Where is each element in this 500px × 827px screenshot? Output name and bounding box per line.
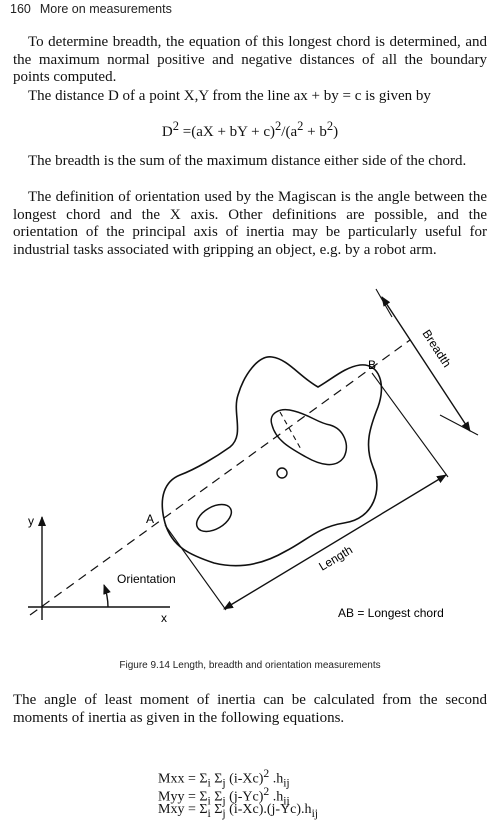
- length-extension-b: [371, 372, 449, 478]
- paragraph-distance: The distance D of a point X,Y from the l…: [28, 88, 431, 104]
- point-a-label: A: [146, 512, 154, 526]
- orientation-label: Orientation: [117, 572, 176, 586]
- running-header: 160 More on measurements: [10, 2, 172, 16]
- equation-mxx: Mxx = Σi Σj (i-Xc)2 .hij: [158, 767, 290, 790]
- x-axis-label: x: [161, 611, 167, 625]
- object-hole-right: [270, 409, 348, 466]
- y-axis-label: y: [28, 514, 34, 528]
- centroid-marker: [276, 467, 288, 479]
- breadth-extension-bottom: [439, 414, 479, 436]
- object-hole-left: [195, 503, 233, 533]
- breadth-label: Breadth: [419, 327, 454, 370]
- equation-mxy: Mxy = Σi Σj (i-Xc).(j-Yc).hij: [158, 802, 319, 820]
- paragraph-breadth: To determine breadth, the equation of th…: [13, 34, 487, 86]
- page-number: 160: [10, 2, 31, 16]
- breadth-arrow: [381, 296, 471, 432]
- paragraph-orientation: The definition of orientation used by th…: [13, 189, 487, 258]
- perpendicular-dashed: [279, 411, 303, 452]
- length-extension-a: [164, 524, 227, 611]
- paragraph-breadth-sum: The breadth is the sum of the maximum di…: [28, 153, 467, 169]
- legend-longest-chord: AB = Longest chord: [338, 606, 444, 620]
- orientation-arc: [103, 584, 111, 608]
- point-b-label: B: [368, 358, 376, 372]
- figure-measurements-diagram: y x Orientation A B Length Breadth: [28, 288, 479, 625]
- longest-chord-line: [29, 339, 411, 616]
- figure-caption: Figure 9.14 Length, breadth and orientat…: [119, 660, 381, 671]
- length-arrow: [223, 474, 447, 610]
- equation-distance: D2 =(aX + bY + c)2/(a2 + b2): [161, 119, 339, 140]
- paragraph-inertia: The angle of least moment of inertia can…: [13, 692, 487, 726]
- running-title: More on measurements: [39, 2, 172, 16]
- length-label: Length: [316, 543, 355, 574]
- breadth-extension-top: [375, 288, 393, 318]
- equation-myy: Myy = Σi Σj (j-Yc)2 .hij: [158, 785, 290, 808]
